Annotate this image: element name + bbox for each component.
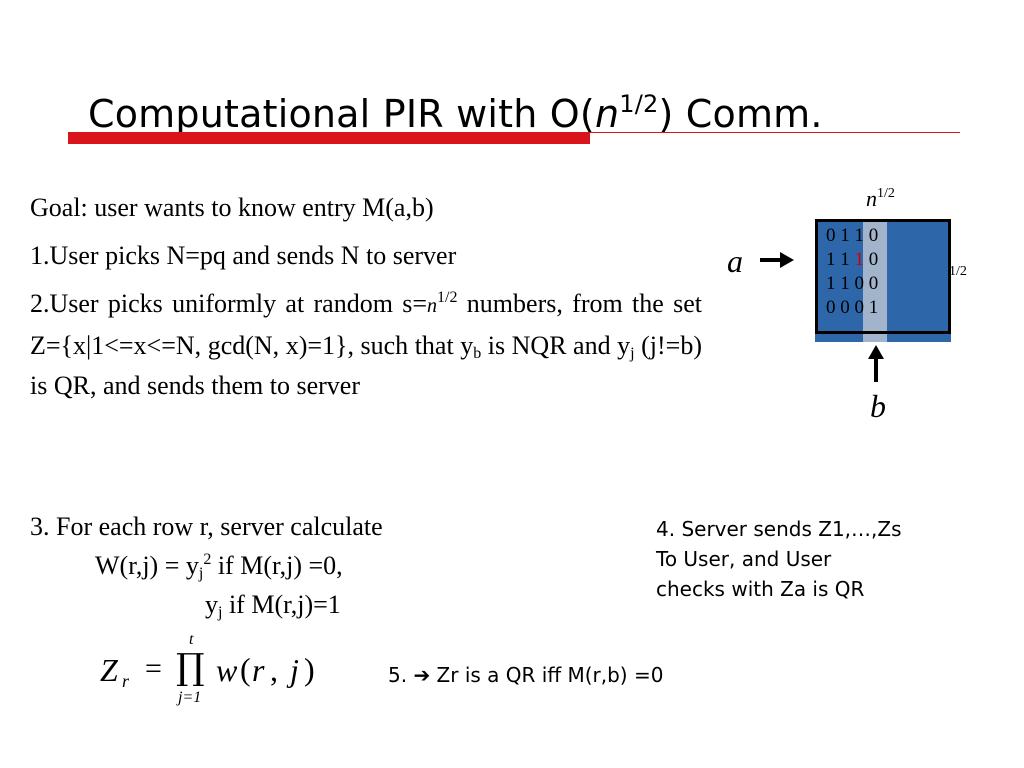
product-formula: Z r = ∏ t j=1 w ( r , j ) [100,631,315,706]
selected-column-border [863,219,887,334]
matrix-row-2: 1 1 1 0 [826,249,879,270]
row-a-label: a [727,243,743,279]
step-2-text: 2.User picks uniformly at random s=n1/2 … [30,289,702,400]
slide-title: Computational PIR with O(n1/2) Comm. [88,90,823,136]
step-3-heading: 3. For each row r, server calculate [30,512,383,541]
selected-column-highlight [863,219,887,342]
step-4-line-3: checks with Za is QR [656,577,865,601]
row-arrow-shaft [760,258,782,262]
step-5-text: 5. ➔ Zr is a QR iff M(r,b) =0 [388,663,664,687]
column-arrow-shaft [874,358,878,382]
target-entry: 1 [854,249,865,270]
column-arrow-icon [868,345,884,359]
step-3-formula-zero: W(r,j) = yj2 if M(r,j) =0, [95,551,343,582]
matrix-row-1: 0 1 1 0 [826,225,879,246]
step-4-line-1: 4. Server sends Z1,…,Zs [656,517,902,541]
row-arrow-icon [780,252,794,268]
step-1-text: 1.User picks N=pq and sends N to server [30,241,457,270]
column-count-label: n1/2 [866,186,895,211]
matrix-row-3: 1 1 0 0 [826,273,879,294]
step-4-line-2: To User, and User [656,547,832,571]
title-underline [590,132,960,133]
step-3-formula-one: yj if M(r,j)=1 [205,590,341,621]
matrix-row-4: 0 0 0 1 [826,297,879,318]
title-accent-bar [68,132,590,144]
column-b-label: b [870,388,886,424]
goal-text: Goal: user wants to know entry M(a,b) [30,193,434,222]
